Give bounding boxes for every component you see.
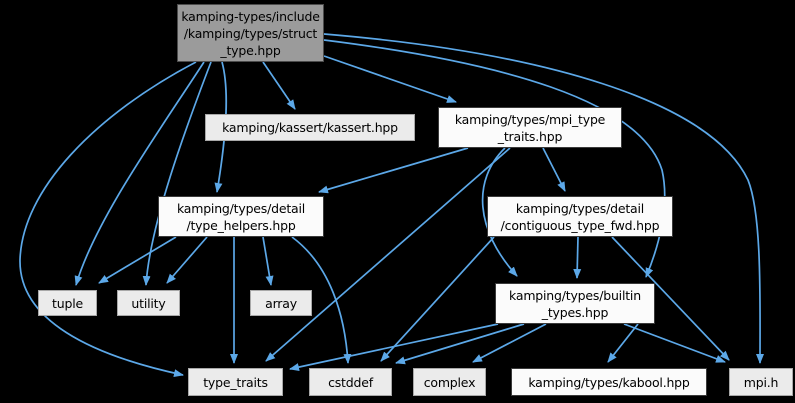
node-mpi_h: mpi.h (729, 368, 793, 396)
node-cstddef: cstddef (309, 368, 392, 396)
node-builtin_types[interactable]: kamping/types/builtin _types.hpp (495, 283, 655, 324)
edge-mpi_type_traits-to-contiguous_type_fwd (542, 147, 566, 192)
node-complex: complex (413, 368, 486, 396)
node-tuple: tuple (38, 290, 97, 316)
edge-contiguous_type_fwd-to-builtin_types (573, 236, 582, 279)
edge-builtin_types-to-complex (472, 323, 547, 363)
node-kabool[interactable]: kamping/types/kabool.hpp (511, 368, 707, 396)
edge-struct_type-to-tuple (74, 61, 205, 286)
node-type_helpers[interactable]: kamping/types/detail /type_helpers.hpp (158, 196, 324, 237)
edge-type_helpers-to-tuple (98, 236, 177, 284)
edge-type_helpers-to-cstddef (291, 236, 352, 364)
edge-struct_type-to-type_traits (19, 61, 197, 378)
edge-builtin_types-to-kabool (607, 323, 639, 363)
node-struct_type: kamping-types/include /kamping/types/str… (177, 4, 324, 62)
edge-contiguous_type_fwd-to-mpi_h (611, 236, 730, 361)
edge-type_helpers-to-utility (166, 236, 208, 284)
node-type_traits: type_traits (188, 368, 283, 396)
edge-builtin_types-to-type_traits (289, 323, 499, 372)
node-kassert: kamping/kassert/kassert.hpp (205, 114, 415, 141)
edge-struct_type-to-builtin_types (323, 39, 666, 278)
edge-struct_type-to-utility (142, 61, 212, 286)
edge-struct_type-to-mpi_type_traits (323, 55, 457, 103)
edge-mpi_type_traits-to-type_helpers (318, 147, 469, 194)
edge-mpi_type_traits-to-type_traits (265, 147, 511, 362)
edge-contiguous_type_fwd-to-cstddef (380, 236, 495, 362)
edge-builtin_types-to-mpi_h (623, 323, 726, 363)
edge-type_helpers-to-array (262, 236, 274, 286)
node-utility: utility (117, 290, 180, 316)
edge-struct_type-to-mpi_h (323, 33, 765, 364)
node-contiguous_type_fwd[interactable]: kamping/types/detail /contiguous_type_fw… (487, 196, 673, 237)
node-array: array (250, 290, 312, 316)
node-mpi_type_traits[interactable]: kamping/types/mpi_type _traits.hpp (438, 107, 622, 148)
edge-builtin_types-to-cstddef (395, 323, 525, 365)
edge-struct_type-to-kassert (262, 61, 296, 110)
